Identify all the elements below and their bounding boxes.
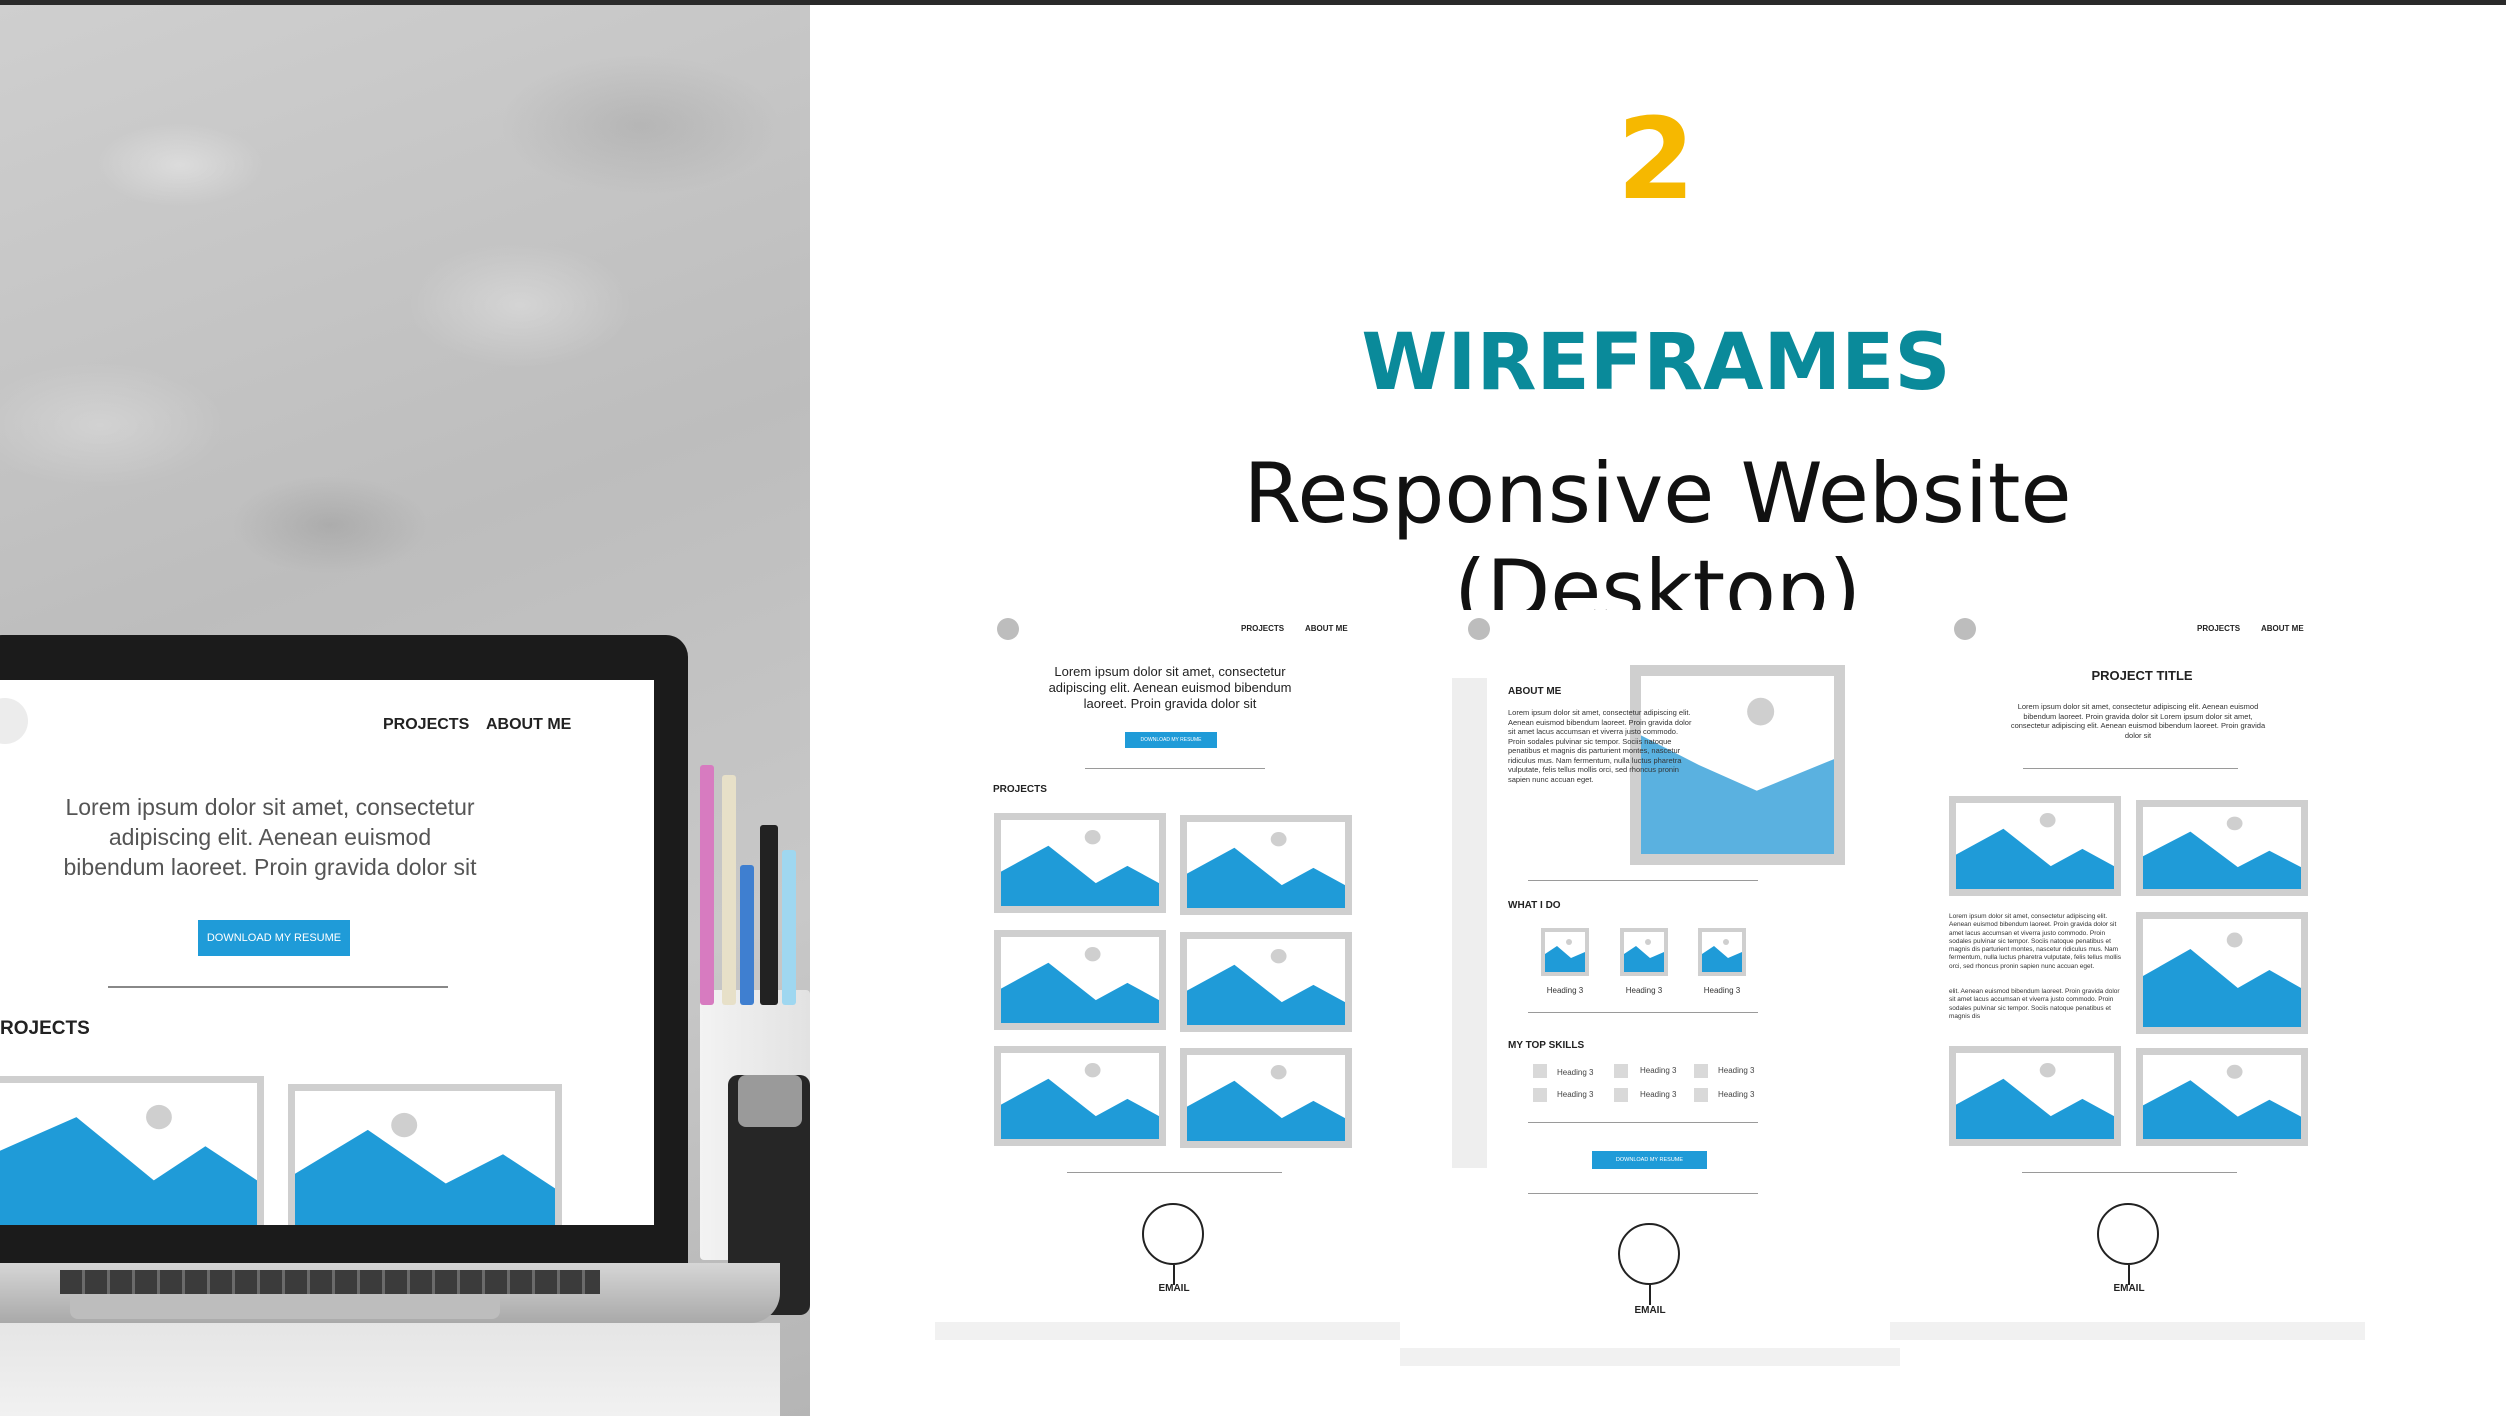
cable [760, 825, 778, 1005]
wireframe-home: PROJECTS ABOUT ME Lorem ipsum dolor sit … [985, 610, 1365, 1315]
skill-label: Heading 3 [1640, 1090, 1677, 1099]
skill-label: Heading 3 [1557, 1068, 1594, 1077]
project-image-placeholder[interactable] [0, 1076, 264, 1225]
email-label: EMAIL [1634, 1305, 1666, 1316]
wireframe-shadow [1890, 1322, 2365, 1340]
download-resume-button[interactable]: DOWNLOAD MY RESUME [1592, 1151, 1707, 1169]
project-intro: Lorem ipsum dolor sit amet, consectetur … [2010, 702, 2266, 740]
project-image[interactable] [1949, 1046, 2121, 1146]
skill-label: Heading 3 [1557, 1090, 1594, 1099]
laptop-photo: PROJECTS ABOUT ME Lorem ipsum dolor sit … [0, 5, 810, 1416]
skill-label: Heading 3 [1640, 1066, 1677, 1075]
project-title: PROJECT TITLE [2091, 668, 2193, 683]
about-heading: ABOUT ME [1508, 686, 1562, 697]
keyboard [60, 1270, 600, 1294]
slide-title: WIREFRAMES [1361, 318, 1951, 408]
logo-placeholder [1954, 618, 1976, 640]
skill-checkbox[interactable] [1614, 1064, 1628, 1078]
email-label: EMAIL [1158, 1283, 1190, 1294]
skill-checkbox[interactable] [1533, 1088, 1547, 1102]
wireframe-shadow [1400, 1348, 1900, 1366]
hero-text: Lorem ipsum dolor sit amet, consectetur … [63, 794, 477, 880]
project-thumbnail[interactable] [994, 930, 1166, 1030]
pencil [700, 765, 714, 1005]
top-border [0, 0, 2506, 5]
service-image-icon [1698, 928, 1746, 976]
email-label: EMAIL [2113, 1283, 2145, 1294]
skill-label: Heading 3 [1718, 1090, 1755, 1099]
laptop-screen: PROJECTS ABOUT ME Lorem ipsum dolor sit … [0, 680, 654, 1225]
project-thumbnail[interactable] [1180, 815, 1352, 915]
projects-heading: PROJECTS [993, 784, 1047, 795]
email-icon[interactable] [1142, 1203, 1204, 1265]
projects-heading: ROJECTS [0, 1018, 90, 1039]
about-photo-placeholder [1630, 665, 1845, 865]
wireframe-project: PROJECTS ABOUT ME PROJECT TITLE Lorem ip… [1932, 610, 2352, 1315]
project-body-text: elit. Aenean euismod bibendum laoreet. P… [1949, 988, 2120, 1020]
email-connector [1173, 1265, 1175, 1285]
service-image-icon [1620, 928, 1668, 976]
skill-checkbox[interactable] [1694, 1064, 1708, 1078]
download-resume-button[interactable]: DOWNLOAD MY RESUME [198, 920, 350, 956]
divider [1528, 1193, 1758, 1194]
project-thumbnail[interactable] [1180, 1048, 1352, 1148]
nav-about-link[interactable]: ABOUT ME [1305, 624, 1348, 633]
divider [1085, 768, 1265, 769]
project-image[interactable] [1949, 796, 2121, 896]
service-label: Heading 3 [1546, 986, 1584, 995]
pencil [722, 775, 736, 1005]
logo-placeholder [1468, 618, 1490, 640]
divider [1067, 1172, 1282, 1173]
service-label: Heading 3 [1703, 986, 1741, 995]
email-connector [2128, 1265, 2130, 1285]
divider [1528, 1012, 1758, 1013]
email-icon[interactable] [2097, 1203, 2159, 1265]
nav-about-link[interactable]: ABOUT ME [2261, 624, 2304, 633]
project-thumbnail[interactable] [1180, 932, 1352, 1032]
email-icon[interactable] [1618, 1223, 1680, 1285]
logo-placeholder [0, 698, 28, 744]
logo-placeholder [997, 618, 1019, 640]
side-bar [1452, 678, 1487, 1168]
what-i-do-heading: WHAT I DO [1508, 900, 1561, 911]
skill-checkbox[interactable] [1614, 1088, 1628, 1102]
skill-label: Heading 3 [1718, 1066, 1755, 1075]
hero-text: Lorem ipsum dolor sit amet, consectetur … [1048, 664, 1292, 711]
trackpad [70, 1297, 500, 1319]
skill-checkbox[interactable] [1694, 1088, 1708, 1102]
service-image-icon [1541, 928, 1589, 976]
pen [740, 865, 754, 1005]
project-thumbnail[interactable] [994, 813, 1166, 913]
skill-checkbox[interactable] [1533, 1064, 1547, 1078]
project-image[interactable] [2136, 1048, 2308, 1146]
project-body-text: Lorem ipsum dolor sit amet, consectetur … [1949, 913, 2121, 970]
desk-surface [0, 1323, 780, 1416]
wireframe-about: ABOUT ME Lorem ipsum dolor sit amet, con… [1440, 610, 1880, 1345]
about-text: Lorem ipsum dolor sit amet, consectetur … [1508, 708, 1692, 784]
skills-heading: MY TOP SKILLS [1508, 1040, 1585, 1051]
project-image[interactable] [2136, 912, 2308, 1034]
divider [1528, 880, 1758, 881]
project-image[interactable] [2136, 800, 2308, 896]
divider [108, 986, 448, 988]
download-resume-button[interactable]: DOWNLOAD MY RESUME [1125, 732, 1217, 748]
wireframe-shadow [935, 1322, 1400, 1340]
nav-projects-link[interactable]: PROJECTS [2197, 624, 2241, 633]
nav-projects-link[interactable]: PROJECTS [1241, 624, 1285, 633]
divider [2023, 768, 2238, 769]
pen [782, 850, 796, 1005]
divider [2022, 1172, 2237, 1173]
nav-about-link[interactable]: ABOUT ME [486, 716, 572, 733]
project-thumbnail[interactable] [994, 1046, 1166, 1146]
email-connector [1649, 1285, 1651, 1305]
service-label: Heading 3 [1625, 986, 1663, 995]
project-image-placeholder[interactable] [288, 1084, 562, 1225]
slide-number: 2 [1617, 95, 1695, 225]
divider [1528, 1122, 1758, 1123]
nav-projects-link[interactable]: PROJECTS [383, 716, 470, 733]
